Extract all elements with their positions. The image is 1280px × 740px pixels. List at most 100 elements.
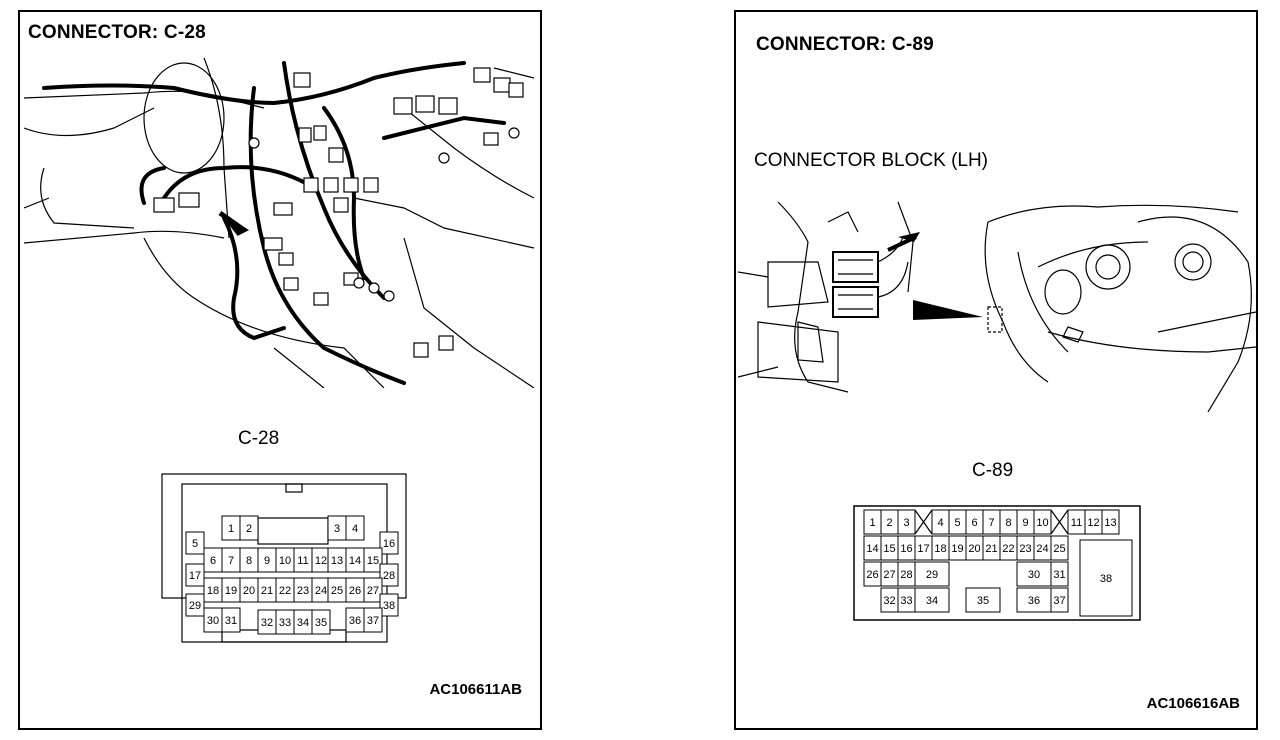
- pin-number: 9: [1022, 517, 1028, 529]
- pin-number: 7: [228, 555, 234, 567]
- pin-number: 15: [367, 555, 379, 567]
- pin-number: 30: [1028, 569, 1040, 581]
- locking-tab: [285, 483, 303, 493]
- pin-number: 4: [352, 523, 358, 535]
- pin-cell: [363, 607, 383, 633]
- pin-number: 27: [367, 585, 379, 597]
- center-slot: [257, 517, 329, 545]
- pin-number: 17: [917, 543, 929, 555]
- pin-number: 14: [866, 543, 878, 555]
- panel-title: CONNECTOR: C-89: [756, 34, 934, 55]
- pin-cell: [221, 607, 241, 633]
- pin-number: 2: [246, 523, 252, 535]
- pin-cell: [185, 563, 205, 587]
- pin-cell: [965, 587, 1001, 613]
- pin-cell: [1050, 587, 1069, 613]
- pin-number: 25: [331, 585, 343, 597]
- wiring-harness-illustration: [24, 57, 535, 388]
- pin-number: 38: [383, 600, 395, 612]
- pin-number: 20: [243, 585, 255, 597]
- pin-number: 16: [383, 538, 395, 550]
- pin-number: 16: [900, 543, 912, 555]
- pin-number: 6: [971, 517, 977, 529]
- pin-number: 27: [883, 569, 895, 581]
- pin-number: 13: [331, 555, 343, 567]
- pin-cell: [897, 509, 916, 535]
- connector-c89-panel: CONNECTOR: C-89 CONNECTOR BLOCK (LH): [734, 10, 1258, 730]
- panel-title: CONNECTOR: C-28: [28, 22, 206, 43]
- pin-number: 19: [951, 543, 963, 555]
- pin-number: 23: [297, 585, 309, 597]
- pin-number: 3: [334, 523, 340, 535]
- pin-number: 32: [883, 595, 895, 607]
- pin-number: 26: [349, 585, 361, 597]
- pin-cell: [311, 609, 331, 635]
- pin-number: 17: [189, 570, 201, 582]
- pin-number: 33: [900, 595, 912, 607]
- pin-cell: [914, 587, 950, 613]
- pin-cell: [1016, 561, 1052, 587]
- pin-number: 37: [1053, 595, 1065, 607]
- pin-cell: [379, 563, 399, 587]
- pin-number: 28: [900, 569, 912, 581]
- pin-number: 14: [349, 555, 361, 567]
- pin-cell: [914, 561, 950, 587]
- pin-cell: [363, 577, 383, 603]
- pin-number: 21: [985, 543, 997, 555]
- pin-number: 19: [225, 585, 237, 597]
- pin-number: 26: [866, 569, 878, 581]
- pin-cell: [379, 531, 399, 555]
- connector-label: C-28: [238, 428, 280, 449]
- blocked-cavity: [914, 509, 933, 535]
- pin-number: 25: [1053, 543, 1065, 555]
- figure-code: AC106611AB: [429, 681, 522, 698]
- pin-number: 24: [1036, 543, 1048, 555]
- pin-number: 34: [297, 617, 309, 629]
- pin-number: 11: [1071, 517, 1082, 529]
- pin-number: 4: [937, 517, 943, 529]
- pin-number: 18: [934, 543, 946, 555]
- connector-label: C-89: [972, 460, 1014, 481]
- pin-number: 37: [367, 615, 379, 627]
- pin-number: 35: [315, 617, 327, 629]
- pin-number: 28: [383, 570, 395, 582]
- pin-number: 29: [189, 600, 201, 612]
- pin-number: 12: [1087, 517, 1099, 529]
- pin-number: 2: [886, 517, 892, 529]
- connector-c28-panel: CONNECTOR: C-28: [18, 10, 542, 730]
- pin-cell: [239, 515, 259, 541]
- pin-number: 23: [1019, 543, 1031, 555]
- pin-number: 8: [246, 555, 252, 567]
- pin-number: 8: [1005, 517, 1011, 529]
- pin-number: 21: [261, 585, 273, 597]
- figure-code: AC106616AB: [1146, 695, 1240, 712]
- pin-cell: [1101, 509, 1120, 535]
- pin-number: 5: [954, 517, 960, 529]
- pin-number: 31: [225, 615, 237, 627]
- pin-cell: [1016, 587, 1052, 613]
- connector-housing: [853, 505, 1141, 621]
- pin-cell: [1079, 539, 1133, 617]
- pin-number: 22: [1002, 543, 1014, 555]
- pin-number: 33: [279, 617, 291, 629]
- pin-number: 30: [207, 615, 219, 627]
- pin-number: 35: [977, 595, 989, 607]
- pin-number: 18: [207, 585, 219, 597]
- connector-block-label: CONNECTOR BLOCK (LH): [754, 150, 989, 171]
- pin-number: 10: [279, 555, 291, 567]
- pin-cell: [1050, 561, 1069, 587]
- pin-cell: [1050, 535, 1069, 561]
- pin-number: 12: [315, 555, 327, 567]
- pin-number: 11: [297, 555, 308, 567]
- pin-number: 15: [883, 543, 895, 555]
- pin-cell: [345, 515, 365, 541]
- pin-number: 5: [192, 538, 198, 550]
- pin-number: 3: [903, 517, 909, 529]
- pin-number: 20: [968, 543, 980, 555]
- pin-cell: [379, 593, 399, 617]
- pin-number: 1: [869, 517, 875, 529]
- pin-number: 34: [926, 595, 938, 607]
- pin-number: 24: [315, 585, 327, 597]
